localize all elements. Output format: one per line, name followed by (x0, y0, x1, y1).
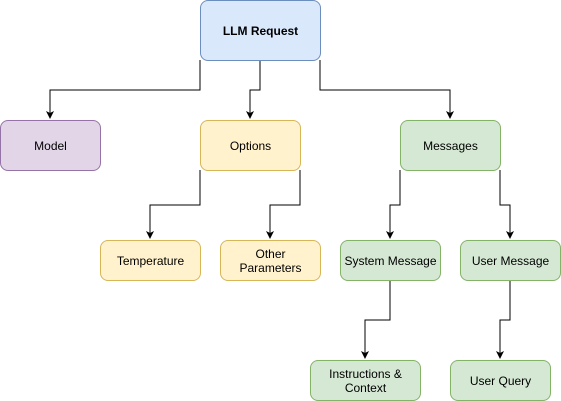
node-user-query[interactable]: User Query (450, 360, 551, 401)
edge-llm-request-to-messages (319, 60, 454, 119)
node-llm-request[interactable]: LLM Request (200, 0, 321, 61)
node-temperature[interactable]: Temperature (100, 240, 201, 281)
node-options[interactable]: Options (200, 120, 301, 171)
edge-options-to-temperature (146, 170, 201, 239)
node-system-message[interactable]: System Message (340, 240, 441, 281)
node-model[interactable]: Model (0, 120, 101, 171)
node-instructions-context[interactable]: Instructions & Context (310, 360, 421, 401)
edge-system-message-to-instructions (361, 280, 391, 359)
edge-messages-to-system-message (386, 170, 401, 239)
edge-options-to-other-parameters (266, 170, 301, 239)
node-messages[interactable]: Messages (400, 120, 501, 171)
edge-user-message-to-user-query (496, 280, 511, 359)
edge-llm-request-to-options (246, 60, 261, 119)
node-user-message[interactable]: User Message (460, 240, 561, 281)
node-other-parameters[interactable]: Other Parameters (220, 240, 321, 281)
edge-messages-to-user-message (499, 170, 514, 239)
edge-llm-request-to-model (46, 60, 201, 119)
